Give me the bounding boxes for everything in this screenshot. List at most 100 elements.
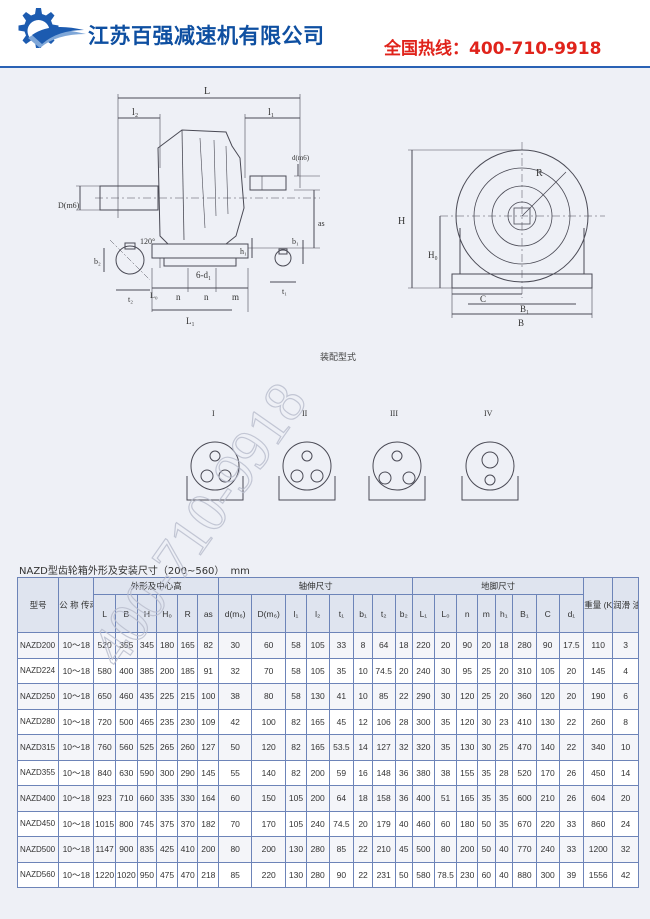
- company-name: 江苏百强减速机有限公司: [88, 24, 325, 48]
- table-cell: 85: [328, 836, 355, 863]
- table-cell: 280: [305, 836, 330, 863]
- table-cell: 127: [371, 734, 396, 761]
- table-cell: 30: [218, 632, 253, 659]
- table-cell: 82: [285, 708, 307, 735]
- table-cell: 64: [328, 785, 355, 812]
- table-cell: 6: [612, 683, 639, 710]
- sub-header-cell: D(m₆): [251, 594, 287, 633]
- table-cell: 74.5: [328, 810, 355, 837]
- label-angle: 120°: [140, 237, 155, 246]
- table-cell: 80: [251, 683, 287, 710]
- table-cell: 120: [456, 708, 479, 735]
- assembly-type-3: III: [390, 409, 398, 418]
- table-cell: 130: [535, 708, 560, 735]
- table-cell: 35: [477, 785, 496, 812]
- sub-header-cell: L: [93, 594, 116, 633]
- model-cell: NAZD315: [16, 734, 60, 761]
- table-cell: 230: [456, 861, 479, 888]
- sub-header-cell: R: [176, 594, 199, 633]
- table-cell: 360: [512, 683, 537, 710]
- table-cell: 32: [218, 657, 253, 684]
- label-H: H: [398, 216, 405, 227]
- model-cell: NAZD500: [16, 836, 60, 863]
- table-cell: 355: [114, 632, 138, 659]
- table-cell: 95: [456, 657, 479, 684]
- table-cell: 385: [136, 657, 158, 684]
- table-cell: 210: [535, 785, 560, 812]
- table-cell: 670: [512, 810, 537, 837]
- table-cell: 25: [477, 683, 496, 710]
- table-cell: 20: [477, 632, 496, 659]
- header-ratio: 公 称 传动比: [58, 577, 95, 633]
- table-cell: 165: [176, 632, 199, 659]
- table-cell: 42: [218, 708, 253, 735]
- table-cell: 630: [114, 759, 138, 786]
- table-cell: 74.5: [371, 657, 396, 684]
- table-cell: 745: [136, 810, 158, 837]
- table-cell: 130: [285, 861, 307, 888]
- table-cell: 53.5: [328, 734, 355, 761]
- table-cell: 30: [433, 657, 458, 684]
- sub-header-cell: t₁: [328, 594, 355, 633]
- table-cell: 51: [433, 785, 458, 812]
- sub-header-cell: d(m₆): [218, 594, 253, 633]
- header-foot: 地脚尺寸: [412, 577, 585, 595]
- header-oil: 润滑 油量 /L: [612, 577, 639, 633]
- table-cell: 25: [494, 734, 514, 761]
- table-cell: 18: [494, 632, 514, 659]
- table-cell: 10～18: [58, 708, 95, 735]
- table-cell: 90: [535, 632, 560, 659]
- table-cell: 40: [494, 836, 514, 863]
- model-cell: NAZD400: [16, 785, 60, 812]
- table-cell: 22: [558, 708, 585, 735]
- sub-header-cell: h₁: [494, 594, 514, 633]
- table-cell: 200: [456, 836, 479, 863]
- table-cell: 82: [285, 734, 307, 761]
- table-cell: 10～18: [58, 657, 95, 684]
- table-cell: 410: [512, 708, 537, 735]
- table-cell: 330: [176, 785, 199, 812]
- label-b1: b₁: [292, 237, 299, 246]
- table-cell: 90: [456, 632, 479, 659]
- table-cell: 320: [412, 734, 435, 761]
- table-cell: 20: [612, 785, 639, 812]
- table-cell: 425: [156, 836, 178, 863]
- table-cell: 22: [394, 683, 414, 710]
- label-B1: B₁: [520, 304, 529, 314]
- sub-header-cell: H₀: [156, 594, 178, 633]
- table-cell: 860: [583, 810, 614, 837]
- table-cell: 70: [218, 810, 253, 837]
- table-cell: 200: [197, 836, 220, 863]
- table-cell: 10～18: [58, 861, 95, 888]
- table-title: NAZD型齿轮箱外形及安装尺寸（200~560）mm: [19, 562, 250, 577]
- label-H0: H₀: [428, 250, 438, 260]
- table-cell: 300: [412, 708, 435, 735]
- table-cell: 45: [394, 836, 414, 863]
- sub-header-cell: B₁: [512, 594, 537, 633]
- sub-header-cell: l₁: [285, 594, 307, 633]
- label-m: m: [232, 292, 239, 302]
- table-cell: 4: [612, 657, 639, 684]
- table-cell: 660: [136, 785, 158, 812]
- table-cell: 105: [285, 810, 307, 837]
- table-cell: 1147: [93, 836, 116, 863]
- label-bolt: 6-d₁: [196, 270, 211, 280]
- table-cell: 58: [285, 683, 307, 710]
- table-cell: 20: [494, 683, 514, 710]
- table-cell: 835: [136, 836, 158, 863]
- table-cell: 130: [305, 683, 330, 710]
- table-cell: 45: [328, 708, 355, 735]
- label-as: as: [318, 219, 325, 228]
- header-model: 型号: [16, 577, 60, 633]
- table-cell: 710: [114, 785, 138, 812]
- table-cell: 10～18: [58, 683, 95, 710]
- table-cell: 231: [371, 861, 396, 888]
- table-cell: 140: [251, 759, 287, 786]
- table-cell: 145: [197, 759, 220, 786]
- table-cell: 10～18: [58, 785, 95, 812]
- table-cell: 150: [251, 785, 287, 812]
- sub-header-cell: b₁: [353, 594, 373, 633]
- table-cell: 520: [93, 632, 116, 659]
